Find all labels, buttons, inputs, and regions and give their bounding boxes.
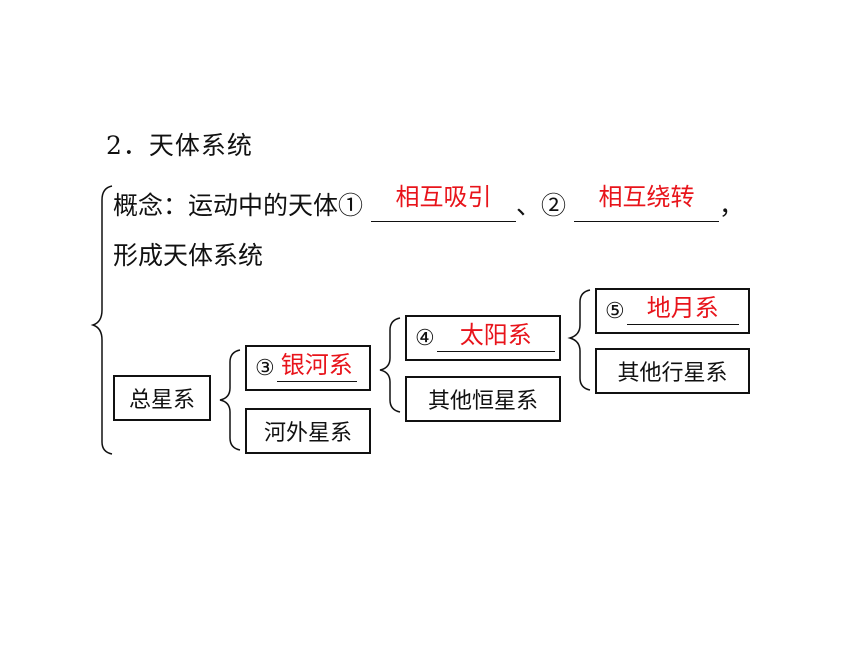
marker-1: ① [338,191,364,220]
galaxy-brace [379,317,401,413]
end-punct: ， [718,191,744,220]
section-heading: 2．天体系统 [106,131,253,160]
marker-3: ③ [255,355,275,381]
root-box: 总星系 [113,375,211,421]
other-planets-box: 其他行星系 [595,348,750,394]
solar-brace [567,289,591,391]
concept-line: 概念：运动中的天体① 相互吸引、② 相互绕转 ， [113,183,744,222]
answer-2: 相互绕转 [598,183,695,211]
extragalactic-box: 河外星系 [245,408,371,454]
outer-brace [90,185,113,455]
earth-moon-box: ⑤ 地月系 [595,288,750,334]
marker-4: ④ [415,325,435,351]
other-stars-box: 其他恒星系 [405,376,561,422]
marker-5: ⑤ [605,298,625,324]
blank-3: 银河系 [276,351,357,382]
separator: 、 [515,191,541,220]
blank-4: 太阳系 [436,321,555,352]
concept-line-2: 形成天体系统 [113,241,264,270]
answer-4: 太阳系 [459,320,532,349]
solar-box: ④ 太阳系 [405,315,561,361]
galaxy-box: ③ 银河系 [245,345,371,391]
answer-1: 相互吸引 [395,183,492,211]
answer-3: 银河系 [280,350,353,379]
blank-1: 相互吸引 [370,183,516,222]
other-planets-label: 其他行星系 [617,361,728,386]
concept-prefix: 概念：运动中的天体 [113,191,339,220]
root-label: 总星系 [128,388,195,413]
other-stars-label: 其他恒星系 [427,389,538,414]
extragalactic-label: 河外星系 [263,421,352,446]
marker-2: ② [541,191,567,220]
answer-5: 地月系 [646,293,719,322]
blank-5: 地月系 [626,294,739,325]
root-brace [219,349,241,451]
blank-2: 相互绕转 [573,183,719,222]
